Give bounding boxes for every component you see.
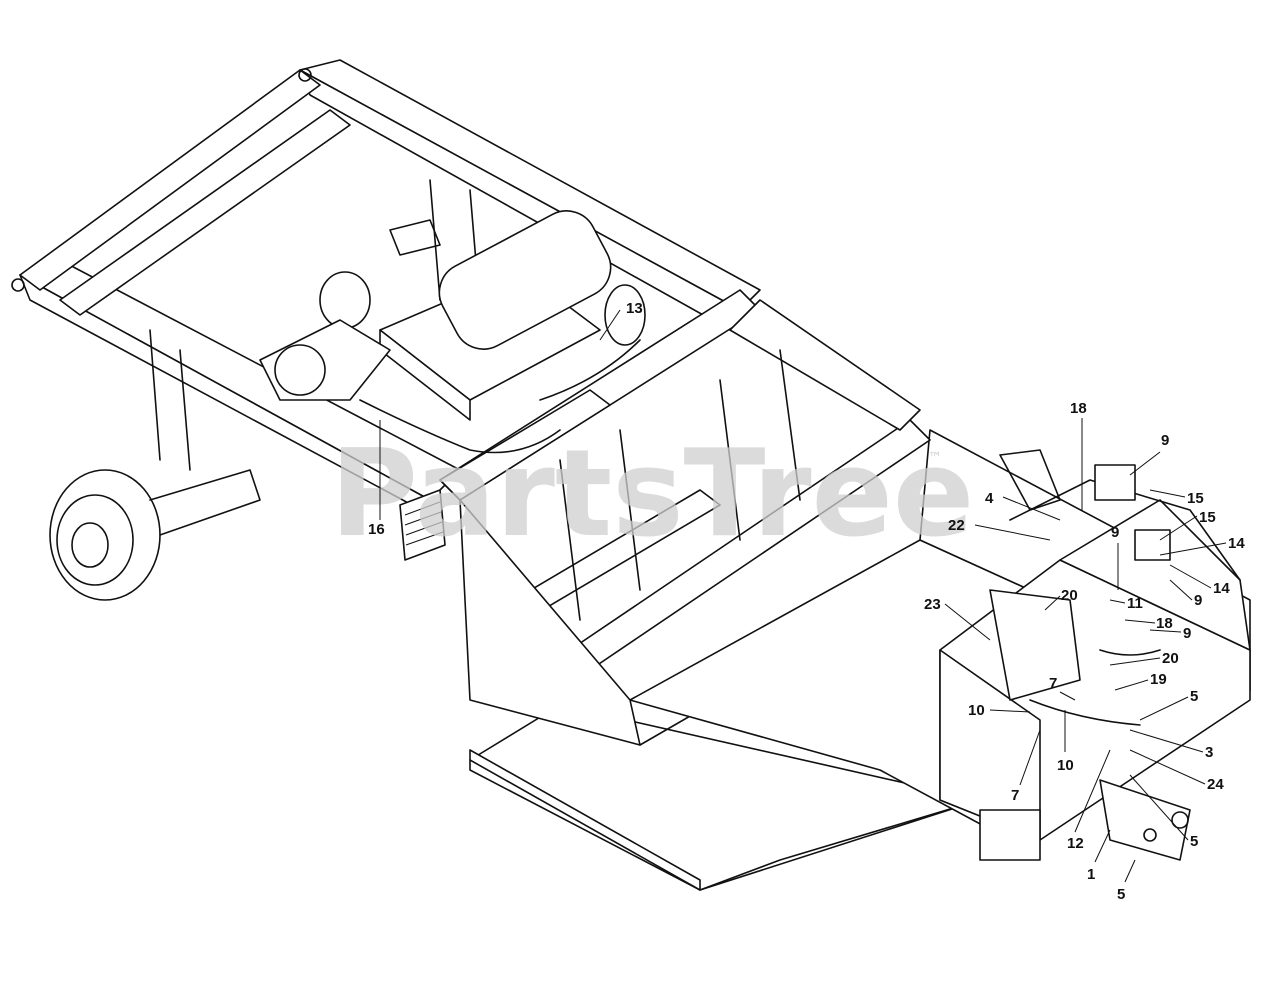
callout-23: 23 [924, 596, 941, 613]
callout-24: 24 [1207, 776, 1224, 793]
leader-line [974, 524, 1051, 541]
callout-7: 7 [1011, 787, 1019, 804]
callout-11: 11 [1127, 595, 1143, 612]
callout-9: 9 [1111, 524, 1119, 541]
callout-1: 1 [1087, 866, 1095, 883]
callout-7: 7 [1049, 675, 1057, 692]
leader-line [599, 309, 621, 341]
leader-line [1129, 749, 1206, 785]
leader-line [1159, 542, 1227, 556]
callout-18: 18 [1156, 615, 1173, 632]
callout-20: 20 [1162, 650, 1179, 667]
callout-10: 10 [968, 702, 985, 719]
callout-9: 9 [1194, 592, 1202, 609]
control-console [939, 449, 1251, 861]
leader-line [1149, 489, 1186, 498]
callout-9: 9 [1161, 432, 1169, 449]
leader-line [1169, 564, 1212, 589]
leader-line [1074, 749, 1111, 833]
leader-line [1139, 696, 1189, 721]
callout-3: 3 [1205, 744, 1213, 761]
engine-assembly [259, 210, 646, 454]
leader-line [1019, 729, 1041, 786]
leader-line [1159, 515, 1198, 541]
callout-9: 9 [1183, 625, 1191, 642]
callout-18: 18 [1070, 400, 1087, 417]
callout-19: 19 [1150, 671, 1167, 688]
callout-5: 5 [1190, 688, 1198, 705]
callout-4: 4 [985, 490, 994, 507]
leader-line [1169, 579, 1193, 601]
leader-line [1059, 691, 1076, 701]
leader-line [944, 603, 991, 641]
callout-14: 14 [1228, 535, 1245, 552]
callout-16: 16 [368, 521, 385, 538]
vent-grille [399, 489, 446, 561]
leader-line [1109, 599, 1126, 604]
leader-line [1094, 829, 1111, 863]
leader-line [1149, 629, 1182, 633]
callout-12: 12 [1067, 835, 1084, 852]
leader-line [1124, 859, 1136, 883]
callout-22: 22 [948, 517, 965, 534]
callout-15: 15 [1199, 509, 1216, 526]
leader-line [1129, 774, 1189, 841]
mid-frame [439, 299, 931, 746]
rear-wheel [49, 469, 261, 601]
callout-20: 20 [1061, 587, 1078, 604]
leader-line [1124, 619, 1156, 624]
leader-line [1002, 496, 1061, 521]
leader-line [989, 709, 1031, 713]
watermark-text: PartsTree [330, 425, 974, 564]
callout-14: 14 [1213, 580, 1230, 597]
callout-15: 15 [1187, 490, 1204, 507]
rear-frame [11, 59, 761, 521]
callout-labels: 13 16 18 9 4 15 22 15 9 14 20 14 23 11 9… [368, 300, 1245, 903]
callout-10: 10 [1057, 757, 1074, 774]
watermark-trademark: ™ [928, 450, 942, 466]
leader-lines [379, 309, 1227, 883]
leader-line [1044, 595, 1061, 611]
callout-13: 13 [626, 300, 643, 317]
leader-line [1129, 451, 1161, 476]
callout-5: 5 [1117, 886, 1125, 903]
leader-line [1129, 729, 1204, 753]
leader-line [1114, 679, 1149, 691]
callout-5: 5 [1190, 833, 1198, 850]
leader-line [1109, 657, 1161, 666]
